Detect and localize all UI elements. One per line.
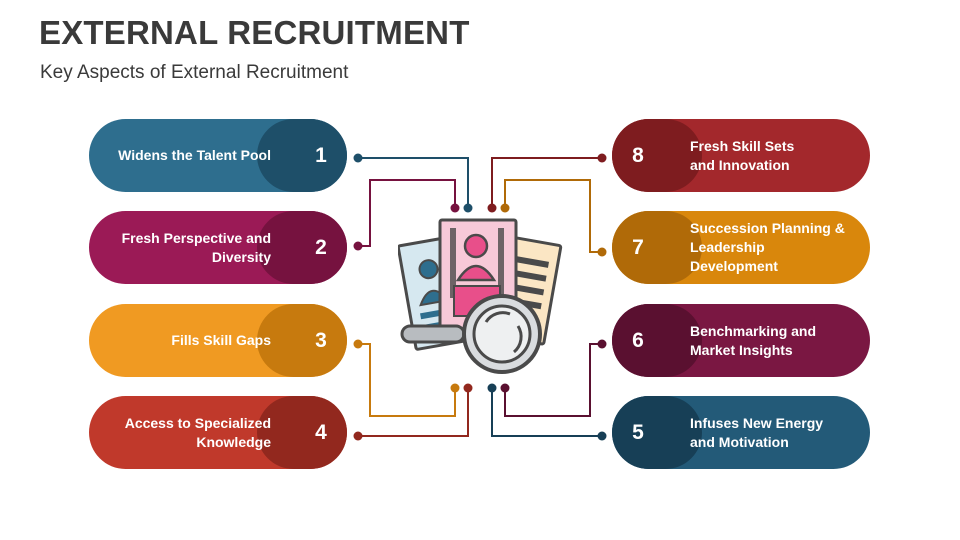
aspect-label: Fills Skill Gaps (171, 332, 271, 348)
aspect-pill-7: Succession Planning & Leadership Develop… (612, 211, 870, 284)
number-cap (612, 396, 702, 469)
aspect-label: Widens the Talent Pool (118, 147, 271, 163)
aspect-label: Fresh Perspective and Diversity (121, 229, 271, 265)
number-cap (257, 211, 347, 284)
aspect-pill-6: Benchmarking and Market Insights 6 (612, 304, 870, 377)
aspect-pill-3: Fills Skill Gaps 3 (89, 304, 347, 377)
connector-4 (358, 388, 469, 437)
aspect-number: 4 (315, 420, 327, 444)
aspect-label: Infuses New Energy and Motivation (690, 414, 824, 450)
connector-8 (491, 157, 602, 208)
connector-5 (491, 388, 602, 437)
aspect-label: Benchmarking and Market Insights (690, 322, 817, 358)
resume-search-icon (396, 210, 563, 380)
aspect-number: 3 (315, 328, 327, 352)
aspect-number: 6 (632, 328, 644, 352)
aspect-label: Succession Planning & Leadership Develop… (690, 220, 845, 274)
connector-3 (358, 343, 456, 417)
connector-6 (504, 343, 602, 417)
number-cap (257, 304, 347, 377)
aspect-number: 1 (315, 143, 327, 167)
aspect-label: Access to Specialized Knowledge (124, 414, 271, 450)
number-cap (612, 119, 702, 192)
aspect-pill-2: Fresh Perspective and Diversity 2 (89, 211, 347, 284)
aspect-pill-4: Access to Specialized Knowledge 4 (89, 396, 347, 469)
aspect-pill-5: Infuses New Energy and Motivation 5 (612, 396, 870, 469)
aspect-number: 2 (315, 235, 327, 259)
aspect-pill-1: Widens the Talent Pool 1 (89, 119, 347, 192)
slide-subtitle: Key Aspects of External Recruitment (40, 62, 349, 83)
aspect-number: 8 (632, 143, 644, 167)
aspect-pill-8: Fresh Skill Sets and Innovation 8 (612, 119, 870, 192)
number-cap (612, 304, 702, 377)
slide-title: EXTERNAL RECRUITMENT (39, 14, 470, 51)
aspect-number: 7 (632, 235, 644, 259)
connector-2 (358, 179, 456, 247)
aspect-label: Fresh Skill Sets and Innovation (690, 137, 795, 173)
number-cap (257, 396, 347, 469)
number-cap (257, 119, 347, 192)
connector-1 (358, 157, 469, 208)
aspect-number: 5 (632, 420, 644, 444)
number-cap (612, 211, 702, 284)
connector-7 (504, 179, 602, 253)
